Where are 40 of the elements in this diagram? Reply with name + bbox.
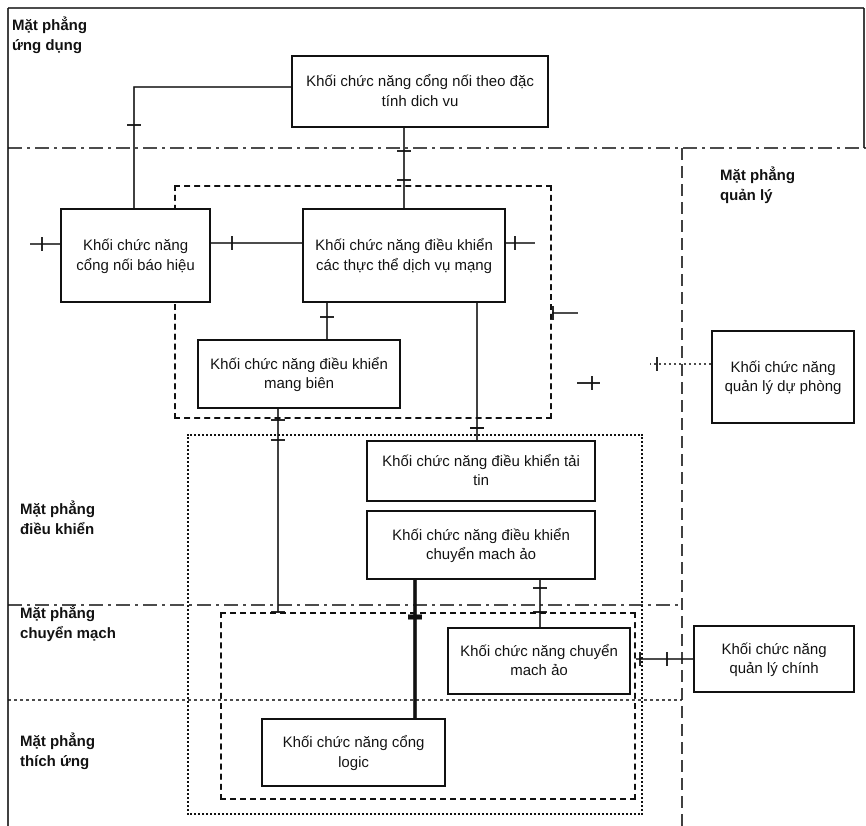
function-block xyxy=(447,627,631,695)
connector xyxy=(650,356,711,372)
block-label: Khối chức năng điều khiển chuyển mach ảo xyxy=(391,526,571,564)
connector xyxy=(406,580,424,718)
connector xyxy=(396,128,412,208)
connector xyxy=(552,305,578,321)
connector xyxy=(506,235,535,251)
plane-label: Mặt phẳng quản lý xyxy=(720,166,796,206)
connector xyxy=(532,580,548,627)
block-label: Khối chức năng điều khiển mang biên xyxy=(209,354,389,394)
dotted-group-frame xyxy=(187,434,643,815)
block-label: Khối chức năng cổng nối báo hiệu xyxy=(75,236,196,275)
function-block xyxy=(366,440,596,502)
connector xyxy=(211,235,302,251)
function-block xyxy=(302,208,506,303)
connector xyxy=(271,409,285,613)
function-block xyxy=(291,55,549,128)
plane-label: Mặt phẳng thích ứng xyxy=(20,732,96,772)
function-block xyxy=(261,718,446,787)
block-label: Khối chức năng điều khiển các thực thể dịch vụ mạng xyxy=(314,236,494,275)
block-label: Khối chức năng điều khiển tải tin xyxy=(381,452,581,490)
function-block xyxy=(197,339,401,409)
plane-label: Mặt phẳng chuyển mạch xyxy=(20,604,116,644)
function-block xyxy=(366,510,596,580)
connector xyxy=(126,86,291,208)
block-label: Khối chức năng quản lý dự phòng xyxy=(724,358,842,396)
function-block xyxy=(60,208,211,303)
block-label: Khối chức năng quản lý chính xyxy=(720,640,828,678)
block-label: Khối chức năng cổng logic xyxy=(282,733,426,772)
plane-label: Mặt phẳng điều khiển xyxy=(20,500,96,540)
connector xyxy=(636,651,693,667)
connector xyxy=(319,303,335,339)
plane-label: Mặt phẳng ứng dụng xyxy=(12,16,88,56)
connector xyxy=(30,236,60,252)
dashed-group-frame xyxy=(220,612,636,800)
function-block xyxy=(693,625,855,693)
block-label: Khối chức năng cổng nối theo đặc tính dich vu xyxy=(305,72,535,111)
block-label: Khối chức năng chuyển mach ảo xyxy=(459,642,619,680)
connector xyxy=(470,303,484,440)
function-block xyxy=(711,330,855,424)
